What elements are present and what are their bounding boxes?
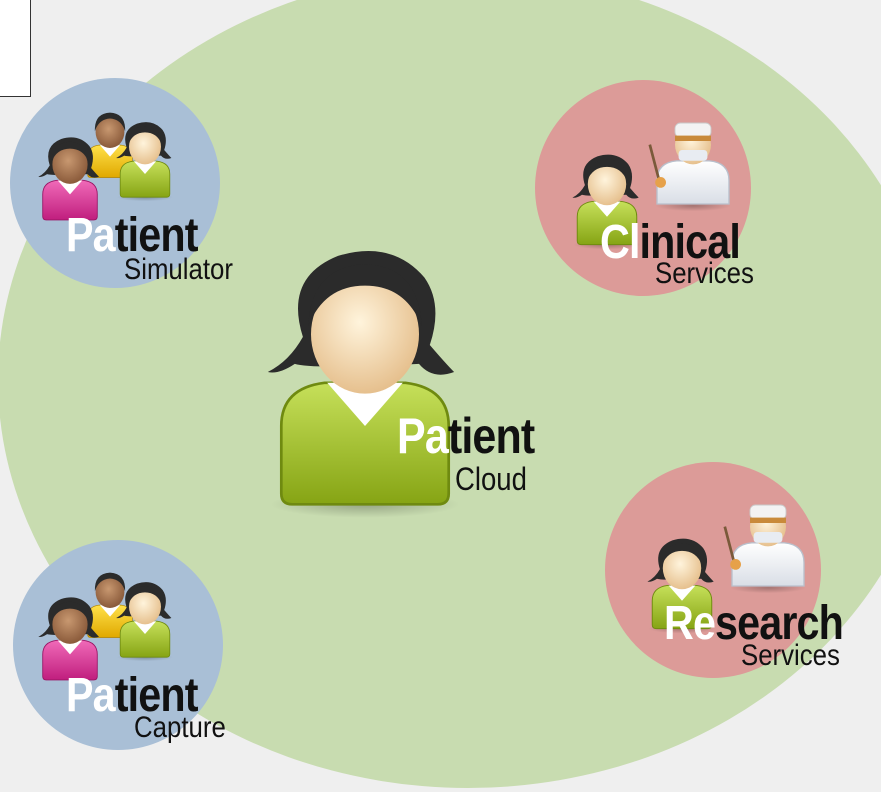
node-title-clinical: Clinical bbox=[600, 216, 741, 269]
node-subtitle-simulator: Simulator bbox=[124, 253, 233, 286]
frame-box bbox=[0, 0, 31, 97]
node-subtitle-clinical: Services bbox=[655, 257, 754, 290]
node-subtitle-research: Services bbox=[741, 639, 840, 672]
title-rest: tient bbox=[447, 408, 535, 464]
title-rest: inical bbox=[639, 216, 741, 269]
patient-capture-circle bbox=[13, 540, 223, 750]
title-highlight: Pa bbox=[397, 408, 449, 464]
title-rest: tient bbox=[114, 669, 199, 722]
title-rest: search bbox=[715, 597, 844, 650]
title-highlight: Pa bbox=[66, 669, 116, 722]
node-title-cloud: Patient bbox=[397, 408, 535, 464]
node-title-capture: Patient bbox=[66, 672, 198, 720]
title-highlight: Re bbox=[664, 597, 716, 650]
node-title-simulator: Patient bbox=[66, 212, 198, 260]
node-title-research: Research bbox=[664, 597, 844, 650]
title-rest: tient bbox=[114, 209, 199, 262]
patient-simulator-circle bbox=[10, 78, 220, 288]
node-subtitle-cloud: Cloud bbox=[455, 461, 527, 497]
node-subtitle-capture: Capture bbox=[134, 711, 226, 744]
title-highlight: Pa bbox=[66, 209, 116, 262]
title-highlight: Cl bbox=[600, 216, 640, 269]
